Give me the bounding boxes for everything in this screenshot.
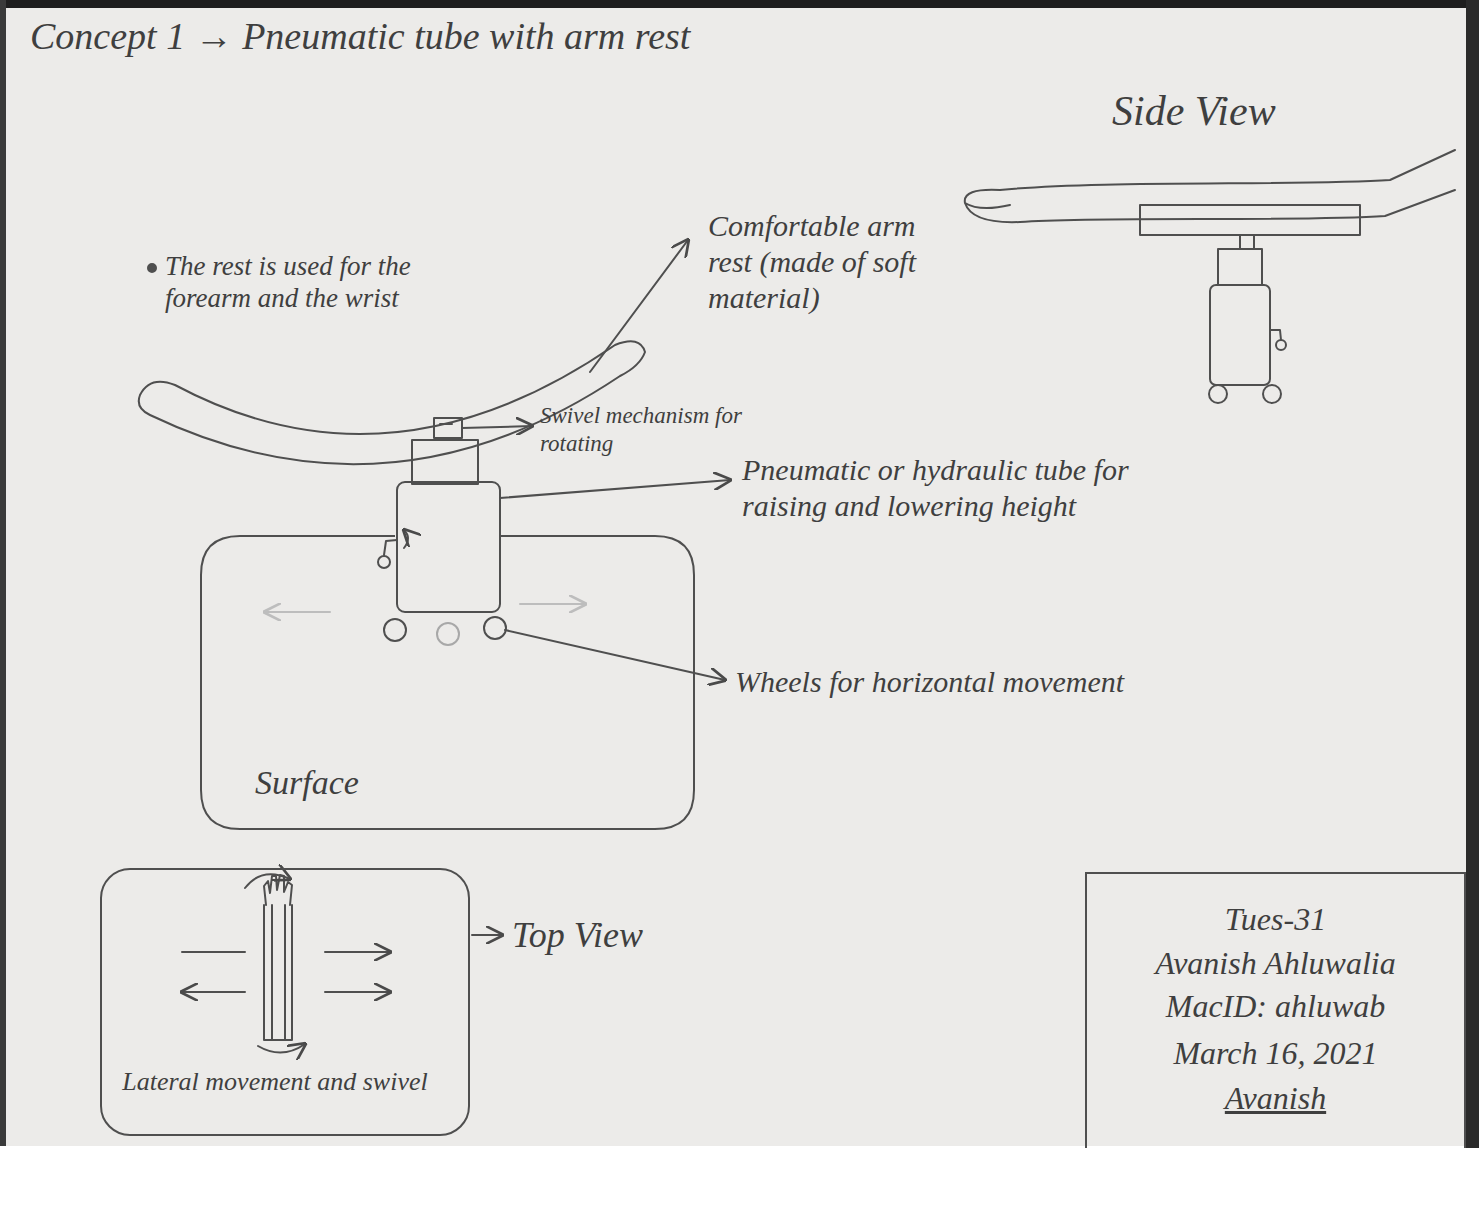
callout-label: Swivel mechanism for rotating bbox=[540, 402, 780, 457]
lateral-arrow bbox=[182, 952, 245, 992]
movement-arrow bbox=[520, 603, 585, 605]
node-text: Tues-31 bbox=[1087, 900, 1464, 938]
tube-upper bbox=[412, 440, 478, 484]
photo-frame bbox=[1466, 0, 1479, 1148]
wheel bbox=[484, 617, 506, 639]
wheel bbox=[384, 619, 406, 641]
height-lever bbox=[384, 540, 397, 555]
leader-line bbox=[472, 934, 502, 936]
callout-label: Wheels for horizontal movement bbox=[735, 664, 1125, 700]
wheel bbox=[1209, 385, 1227, 403]
sketch-title: Concept 1 → Pneumatic tube with arm rest bbox=[30, 14, 930, 60]
forearm-top bbox=[264, 905, 292, 1040]
node-text: Surface bbox=[255, 763, 515, 804]
leader-line bbox=[462, 426, 532, 428]
callout-label: Comfortable arm rest (made of soft mater… bbox=[708, 208, 958, 316]
surface-outline bbox=[201, 536, 694, 829]
height-lever bbox=[378, 556, 390, 568]
tube-lower bbox=[397, 482, 500, 612]
node-text: MacID: ahluwab bbox=[1087, 987, 1464, 1025]
lateral-arrow bbox=[325, 991, 390, 993]
surface-region: Surface bbox=[200, 535, 695, 830]
view-heading: Top View bbox=[512, 914, 712, 957]
lateral-arrow bbox=[325, 951, 390, 953]
node-text: Avanish Ahluwalia bbox=[1087, 944, 1464, 982]
hand-side bbox=[965, 190, 1020, 222]
swivel-joint bbox=[434, 418, 462, 438]
tube-lower-side bbox=[1210, 285, 1270, 385]
callout-label: The rest is used for the forearm and the… bbox=[165, 250, 495, 315]
photo-frame bbox=[0, 0, 1479, 8]
lever-side bbox=[1276, 340, 1286, 350]
node-text: Lateral movement and swivel bbox=[120, 1066, 430, 1097]
node-text: March 16, 2021 bbox=[1087, 1034, 1464, 1072]
callout-label: Pneumatic or hydraulic tube for raising … bbox=[742, 452, 1162, 524]
signature: Avanish bbox=[1087, 1079, 1464, 1117]
swivel-side bbox=[1240, 235, 1254, 249]
title-block: Tues-31Avanish AhluwaliaMacID: ahluwabMa… bbox=[1085, 872, 1466, 1148]
paper-sheet bbox=[6, 8, 1466, 1146]
view-heading: Side View bbox=[1112, 86, 1392, 136]
swivel-arrow bbox=[245, 874, 290, 888]
arm-side bbox=[1000, 150, 1455, 190]
movement-arrow bbox=[265, 611, 330, 613]
arm-rest-side bbox=[1140, 205, 1360, 235]
rotation-arrow bbox=[404, 530, 408, 548]
tube-upper-side bbox=[1218, 249, 1262, 285]
wheel bbox=[437, 623, 459, 645]
leader-line bbox=[505, 630, 725, 680]
hand-top bbox=[264, 875, 292, 905]
top-view-box: Lateral movement and swivelTop View bbox=[100, 868, 470, 1136]
leader-line bbox=[590, 240, 688, 372]
leader-line bbox=[500, 480, 730, 498]
swivel-arrow bbox=[258, 1044, 305, 1053]
bullet-dot bbox=[148, 264, 156, 272]
photo-frame bbox=[0, 0, 6, 1146]
wheel bbox=[1263, 385, 1281, 403]
swivel-joint bbox=[440, 423, 452, 425]
lever-side bbox=[1270, 330, 1281, 340]
